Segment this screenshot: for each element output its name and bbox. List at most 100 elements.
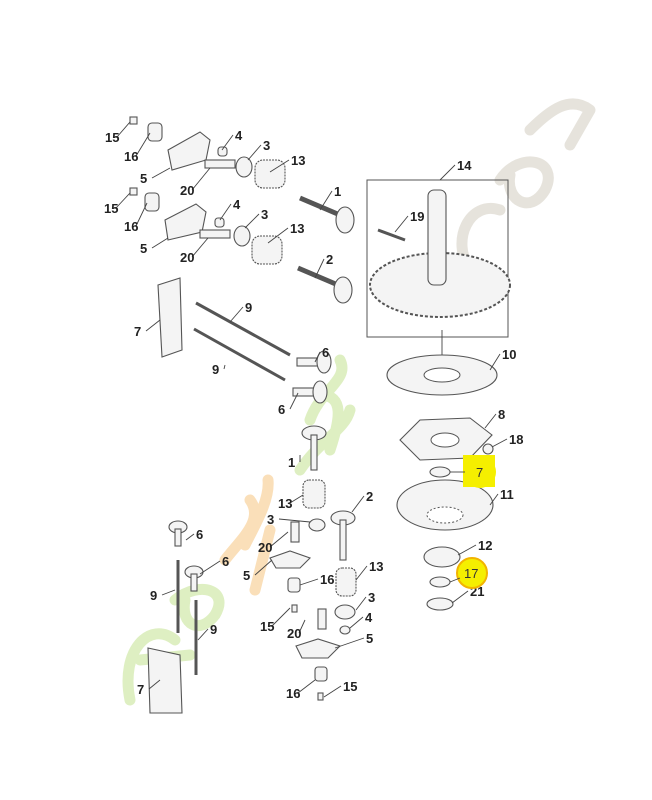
- leader-line: [298, 619, 306, 634]
- callout-label-15[interactable]: 15: [343, 679, 357, 694]
- lower-valve-train: [147, 425, 357, 714]
- callout-label-5[interactable]: 5: [140, 171, 147, 186]
- callout-label-9[interactable]: 9: [150, 588, 157, 603]
- upper-valve-train: [129, 116, 355, 404]
- callout-label-10[interactable]: 10: [502, 347, 516, 362]
- callout-label-7[interactable]: 7: [134, 324, 141, 339]
- leader-line: [244, 213, 260, 229]
- ring-17: [429, 576, 451, 588]
- leader-line: [319, 190, 333, 211]
- callout-label-5[interactable]: 5: [140, 241, 147, 256]
- ball-18: [482, 443, 494, 455]
- callout-label-13[interactable]: 13: [369, 559, 383, 574]
- callout-label-9[interactable]: 9: [212, 362, 219, 377]
- callout-label-20[interactable]: 20: [180, 183, 194, 198]
- callout-label-2[interactable]: 2: [366, 489, 373, 504]
- callout-label-20[interactable]: 20: [180, 250, 194, 265]
- leader-line: [299, 578, 319, 586]
- leader-line: [221, 134, 234, 151]
- leader-line: [457, 544, 477, 556]
- leader-line: [289, 392, 299, 410]
- callout-label-13[interactable]: 13: [278, 496, 292, 511]
- callout-label-8[interactable]: 8: [498, 407, 505, 422]
- leader-line: [185, 533, 195, 541]
- leader-line: [219, 203, 232, 221]
- ring-7: [429, 466, 451, 478]
- callout-label-5[interactable]: 5: [366, 631, 373, 646]
- leader-line: [489, 493, 499, 506]
- callout-label-13[interactable]: 13: [291, 153, 305, 168]
- leader-line: [451, 590, 469, 604]
- callout-label-4[interactable]: 4: [235, 128, 243, 143]
- callout-label-7-highlighted: 7: [476, 465, 483, 480]
- leader-line: [355, 596, 367, 611]
- callout-label-3[interactable]: 3: [368, 590, 375, 605]
- callout-label-16[interactable]: 16: [124, 219, 138, 234]
- leader-line: [269, 159, 290, 173]
- callout-label-9[interactable]: 9: [245, 300, 252, 315]
- watermark-suffix-grey-strokes: [456, 98, 596, 276]
- leader-line: [334, 637, 365, 649]
- callout-label-18[interactable]: 18: [509, 432, 523, 447]
- callout-label-3[interactable]: 3: [263, 138, 270, 153]
- leader-line: [151, 167, 171, 179]
- spring-19: [377, 228, 406, 242]
- leader-line: [116, 121, 131, 138]
- callout-label-17-highlighted: 17: [464, 566, 478, 581]
- callout-label-20[interactable]: 20: [258, 540, 272, 555]
- callout-label-6[interactable]: 6: [322, 345, 329, 360]
- callout-label-9[interactable]: 9: [210, 622, 217, 637]
- callout-label-16[interactable]: 16: [320, 572, 334, 587]
- leader-line: [254, 559, 273, 576]
- leader-line: [151, 237, 169, 249]
- leader-line: [484, 413, 497, 429]
- callout-label-16[interactable]: 16: [286, 686, 300, 701]
- leader-line: [191, 237, 209, 258]
- callout-label-13[interactable]: 13: [290, 221, 304, 236]
- leader-line: [148, 679, 161, 690]
- leader-line: [289, 494, 304, 504]
- callout-label-12[interactable]: 12: [478, 538, 492, 553]
- callout-label-2[interactable]: 2: [326, 252, 333, 267]
- cup-11: [396, 479, 494, 531]
- callout-label-6[interactable]: 6: [278, 402, 285, 417]
- callout-label-3[interactable]: 3: [267, 512, 274, 527]
- callout-label-11[interactable]: 11: [500, 487, 514, 502]
- leader-line: [297, 679, 316, 694]
- callout-label-15[interactable]: 15: [105, 130, 119, 145]
- callout-label-4[interactable]: 4: [233, 197, 241, 212]
- leader-line: [351, 495, 365, 513]
- leader-line: [161, 589, 176, 596]
- callout-label-16[interactable]: 16: [124, 149, 138, 164]
- leader-line: [229, 306, 244, 323]
- callout-label-19[interactable]: 19: [410, 209, 424, 224]
- callout-label-6[interactable]: 6: [196, 527, 203, 542]
- leader-line: [314, 258, 325, 279]
- callout-label-20[interactable]: 20: [287, 626, 301, 641]
- watermark-brand-orange-strokes: [219, 474, 276, 596]
- highlight-callout-17[interactable]: 17: [449, 557, 488, 589]
- highlight-callout-7[interactable]: 7: [450, 455, 496, 488]
- leader-line: [439, 164, 456, 181]
- leader-line: [191, 167, 211, 191]
- leader-line: [394, 215, 409, 233]
- leader-line: [247, 144, 262, 161]
- leader-line: [269, 531, 289, 548]
- callout-label-7[interactable]: 7: [137, 682, 144, 697]
- callout-label-15[interactable]: 15: [104, 201, 118, 216]
- callout-label-6[interactable]: 6: [222, 554, 229, 569]
- callout-label-5[interactable]: 5: [243, 568, 250, 583]
- parts-drawing: [129, 116, 511, 714]
- leader-line: [197, 628, 209, 641]
- callout-label-1[interactable]: 1: [334, 184, 341, 199]
- leader-line: [349, 616, 364, 629]
- callout-label-1[interactable]: 1: [288, 455, 295, 470]
- callout-label-15[interactable]: 15: [260, 619, 274, 634]
- leader-line: [135, 132, 151, 157]
- washer-21: [426, 597, 454, 611]
- callout-label-14[interactable]: 14: [457, 158, 472, 173]
- callout-label-4[interactable]: 4: [365, 610, 373, 625]
- callout-label-3[interactable]: 3: [261, 207, 268, 222]
